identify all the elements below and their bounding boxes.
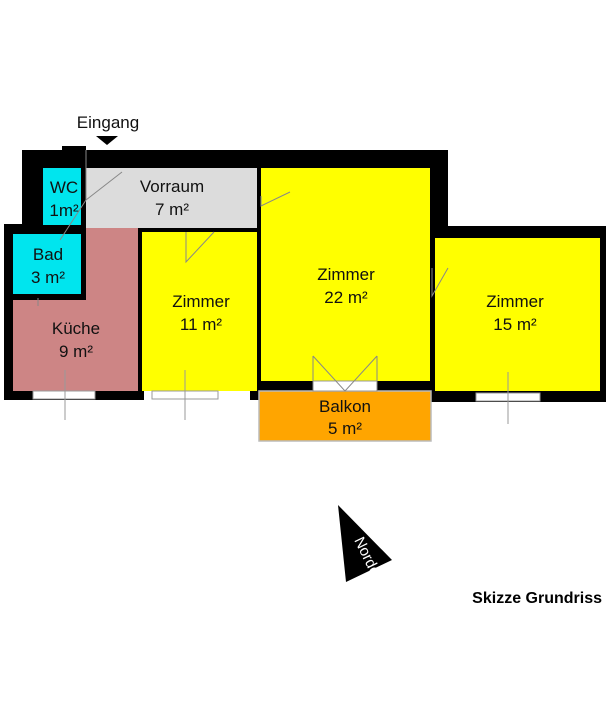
zimmer-15-name: Zimmer — [486, 292, 544, 311]
vorraum-name: Vorraum — [140, 177, 204, 196]
room-zimmer-22 — [261, 168, 430, 381]
zimmer-22-name: Zimmer — [317, 265, 375, 284]
kueche-name: Küche — [52, 319, 100, 338]
room-labels: WC 1m² Vorraum 7 m² Bad 3 m² Küche 9 m² … — [31, 177, 544, 438]
zimmer-15-area: 15 m² — [493, 315, 537, 334]
north-arrow: Norden — [338, 505, 392, 586]
door-swings — [37, 150, 449, 392]
entrance-arrow-icon — [96, 136, 118, 145]
room-balkon — [258, 390, 432, 442]
zimmer-11-name: Zimmer — [172, 292, 230, 311]
wc-area: 1m² — [49, 201, 79, 220]
vorraum-area: 7 m² — [155, 200, 189, 219]
zimmer-22-area: 22 m² — [324, 288, 368, 307]
north-arrow-icon — [338, 505, 392, 582]
kueche-area: 9 m² — [59, 342, 93, 361]
zimmer-11-area: 11 m² — [180, 315, 223, 334]
balkon-name: Balkon — [319, 397, 371, 416]
plan-caption: Skizze Grundriss — [472, 590, 602, 607]
room-zimmer-11 — [142, 232, 257, 391]
bad-name: Bad — [33, 245, 63, 264]
balkon-area: 5 m² — [328, 419, 362, 438]
wc-name: WC — [50, 178, 78, 197]
room-wc — [43, 168, 81, 225]
bad-area: 3 m² — [31, 268, 65, 287]
room-bad — [13, 234, 81, 294]
entrance-marker: Eingang — [77, 113, 139, 145]
entrance-label: Eingang — [77, 113, 139, 132]
room-kueche — [13, 228, 138, 391]
room-zimmer-15 — [435, 238, 600, 391]
